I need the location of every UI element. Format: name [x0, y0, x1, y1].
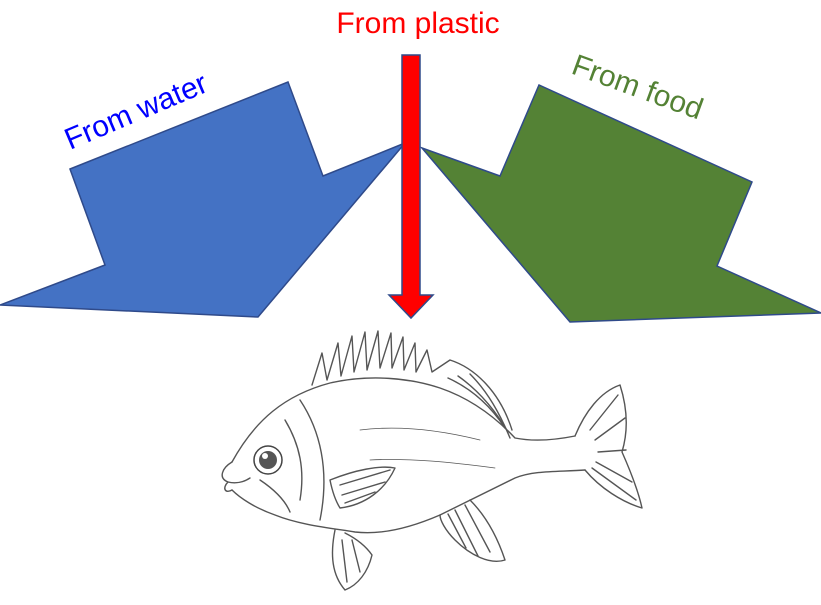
plastic-label: From plastic	[336, 7, 499, 40]
fish-icon	[222, 331, 642, 590]
fish-eye	[254, 446, 282, 474]
food-arrow	[422, 85, 821, 322]
plastic-arrow	[389, 55, 433, 318]
water-arrow	[0, 82, 405, 317]
